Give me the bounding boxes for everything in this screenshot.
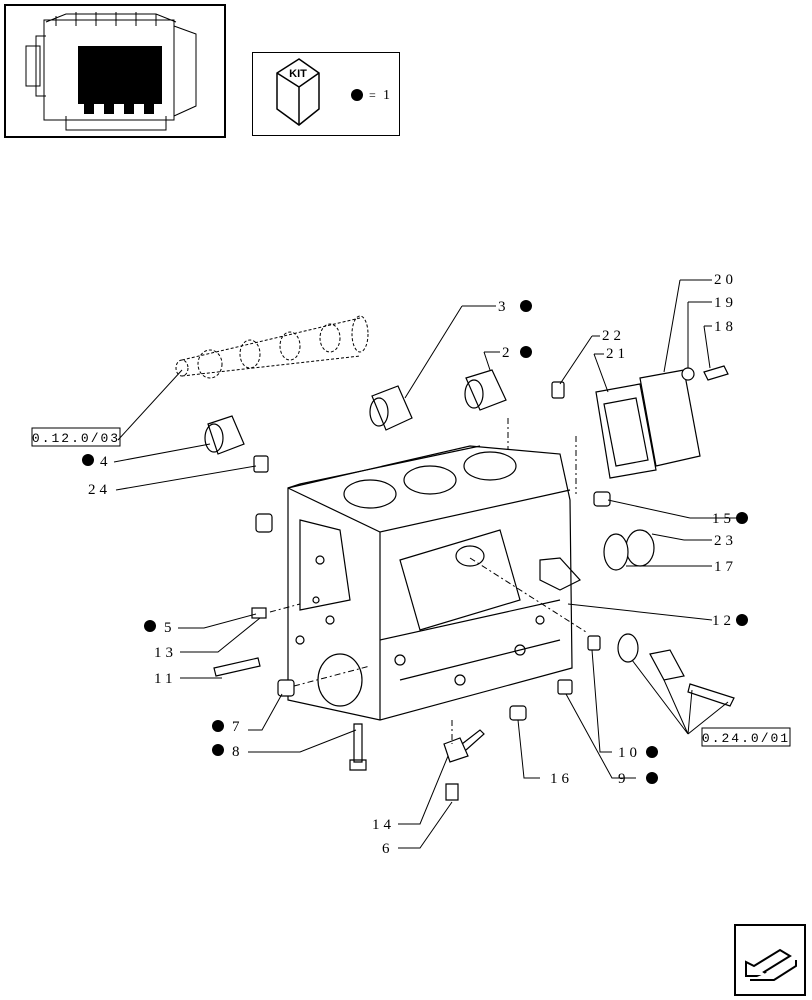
part-label-3: 3 bbox=[498, 299, 510, 315]
engine-block bbox=[287, 445, 581, 721]
kit-legend-graphic: KIT = 1 bbox=[276, 58, 390, 126]
part-label-21: 21 bbox=[606, 346, 629, 362]
part-label-2: 2 bbox=[502, 345, 514, 361]
part-15-plug bbox=[593, 491, 611, 507]
part-5-plug bbox=[255, 513, 273, 533]
part-label-20: 20 bbox=[714, 272, 737, 288]
part-21-gasket bbox=[595, 383, 657, 479]
engine-thumbnail bbox=[4, 4, 226, 138]
kit-dot-12 bbox=[736, 614, 748, 626]
kit-dot-4 bbox=[82, 454, 94, 466]
part-label-13: 13 bbox=[154, 645, 177, 661]
part-labels: 3 2 22 21 20 19 18 4 24 15 23 17 5 12 13… bbox=[82, 272, 748, 857]
part-label-10: 10 bbox=[618, 745, 641, 761]
part-label-14: 14 bbox=[372, 817, 395, 833]
oil-pump-ghost bbox=[617, 633, 735, 707]
part-13-dowel bbox=[251, 607, 267, 619]
part-22-pin bbox=[551, 381, 565, 399]
part-9-plug bbox=[557, 679, 573, 695]
part-4-bushing bbox=[204, 415, 245, 455]
kit-cube-icon bbox=[276, 58, 320, 126]
kit-dot-10 bbox=[646, 746, 658, 758]
kit-equals: = bbox=[369, 88, 376, 102]
kit-legend: KIT = 1 bbox=[252, 52, 400, 136]
part-label-16: 16 bbox=[550, 771, 573, 787]
part-label-7: 7 bbox=[232, 719, 244, 735]
part-14-pipe bbox=[443, 729, 485, 763]
part-label-15: 15 bbox=[712, 511, 735, 527]
ref-pump[interactable]: 0.24.0/01 bbox=[702, 731, 790, 746]
part-17-seal bbox=[603, 533, 629, 571]
part-24-pin bbox=[253, 455, 269, 473]
part-label-11: 11 bbox=[154, 671, 176, 687]
part-label-12: 12 bbox=[712, 613, 735, 629]
part-23-cap bbox=[625, 529, 655, 567]
kit-dot-15 bbox=[736, 512, 748, 524]
engine-thumbnail-icon bbox=[25, 12, 197, 131]
kit-legend-value: 1 bbox=[383, 88, 390, 103]
part-label-17: 17 bbox=[714, 559, 737, 575]
part-3-bushing bbox=[369, 385, 413, 431]
part-10-plug bbox=[587, 635, 601, 651]
navigation-back-button[interactable] bbox=[734, 924, 806, 996]
part-label-4: 4 bbox=[100, 454, 112, 470]
kit-dot-8 bbox=[212, 744, 224, 756]
kit-dot-3 bbox=[520, 300, 532, 312]
ref-box-pump[interactable] bbox=[701, 727, 791, 747]
ref-box-camshaft[interactable] bbox=[31, 427, 121, 447]
part-20-cover bbox=[639, 369, 701, 467]
part-label-5: 5 bbox=[164, 620, 176, 636]
kit-dot-7 bbox=[212, 720, 224, 732]
part-16-plug bbox=[509, 705, 527, 721]
part-7-plug bbox=[277, 679, 295, 697]
camshaft-ghost bbox=[175, 315, 369, 379]
ref-camshaft[interactable]: 0.12.0/03 bbox=[32, 431, 120, 446]
part-18-screw bbox=[703, 365, 729, 381]
part-6-screw bbox=[445, 783, 459, 801]
part-label-23: 23 bbox=[714, 533, 737, 549]
kit-label: KIT bbox=[289, 68, 307, 80]
part-label-6: 6 bbox=[382, 841, 394, 857]
back-arrow-icon bbox=[745, 948, 797, 981]
part-8-bolt bbox=[349, 723, 367, 771]
part-label-9: 9 bbox=[618, 771, 630, 787]
part-label-18: 18 bbox=[714, 319, 737, 335]
part-label-24: 24 bbox=[88, 482, 111, 498]
part-19-washer bbox=[681, 367, 695, 381]
filled-dot-icon bbox=[351, 89, 363, 101]
part-2-bushing bbox=[464, 369, 507, 411]
kit-dot-9 bbox=[646, 772, 658, 784]
alignment-lines bbox=[269, 418, 587, 744]
part-label-19: 19 bbox=[714, 295, 737, 311]
part-label-8: 8 bbox=[232, 744, 244, 760]
part-11-stud bbox=[213, 657, 261, 677]
leader-lines bbox=[113, 279, 736, 849]
kit-dot-2 bbox=[520, 346, 532, 358]
kit-dot-5 bbox=[144, 620, 156, 632]
part-label-22: 22 bbox=[602, 328, 625, 344]
